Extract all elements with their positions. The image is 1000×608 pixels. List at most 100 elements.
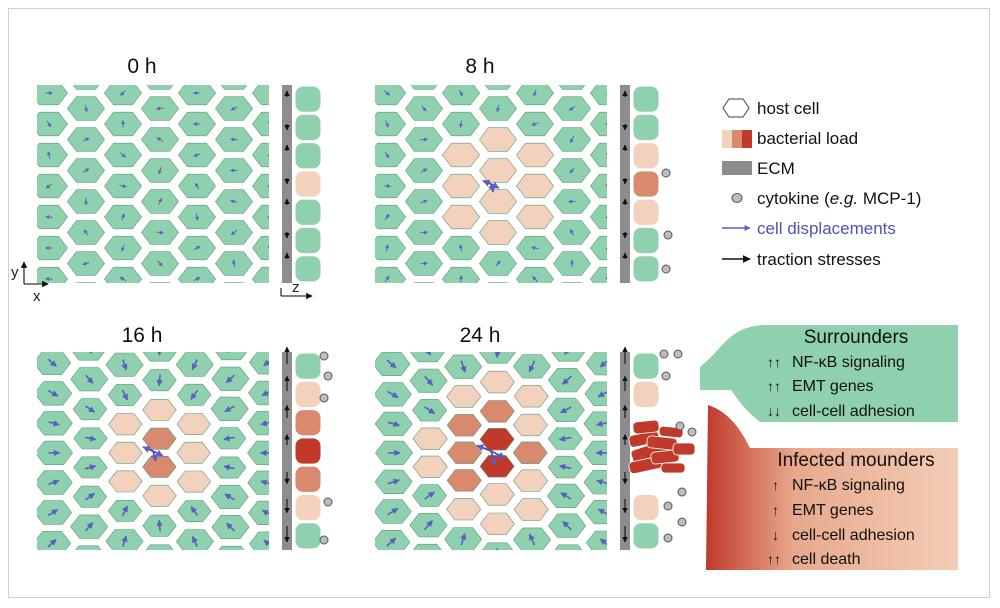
host-cell: [252, 173, 269, 199]
host-cell: [220, 85, 248, 90]
infected-cell: [176, 441, 211, 464]
displacement-arrow: [560, 406, 572, 414]
cytokine-icon: [323, 497, 333, 507]
cytokine-icon: [663, 230, 673, 240]
infected-cell: [479, 512, 515, 535]
host-cell: [375, 142, 406, 168]
displacement-arrow: [267, 153, 269, 157]
displacement-arrow: [421, 105, 427, 112]
displacement-arrow: [597, 508, 607, 515]
host-cell: [247, 411, 269, 436]
displacement-arrow: [157, 198, 163, 205]
host-cell: [516, 266, 554, 283]
displacement-arrow: [9, 557, 18, 564]
displacement-arrow: [350, 353, 351, 360]
axis-y-label: y: [11, 264, 19, 281]
host-cell: [178, 593, 215, 608]
host-cell: [331, 283, 368, 307]
displacement-arrow: [83, 229, 89, 236]
displacement-arrow: [420, 168, 428, 173]
displacement-arrow: [119, 184, 127, 188]
displacement-arrow: [420, 199, 428, 204]
host-cell: [337, 426, 374, 450]
displacement-arrow: [424, 74, 425, 81]
cytokine-icon: [661, 168, 671, 178]
side-infected-cell: [632, 380, 660, 409]
host-cell: [142, 352, 177, 362]
z-axis-indicator: z: [280, 279, 313, 300]
host-cell: [252, 111, 269, 137]
displacement-arrow: [231, 325, 238, 326]
host-cell: [223, 282, 245, 283]
host-cell: [0, 549, 32, 573]
infected-cell: [108, 470, 143, 493]
host-cell: [590, 596, 627, 608]
xy-axis-indicator: y x: [11, 261, 49, 305]
infected-cell: [108, 413, 143, 436]
displacement-arrow: [232, 259, 236, 268]
displacement-arrow: [459, 244, 463, 252]
displacement-arrow: [384, 151, 390, 159]
displacement-arrow: [261, 509, 269, 516]
displacement-arrow: [350, 438, 362, 439]
mounder-cell: [632, 419, 660, 435]
displacement-arrow: [461, 565, 464, 577]
infected-cell: [142, 427, 177, 450]
displacement-arrow: [191, 535, 198, 547]
side-host-cell: [632, 522, 660, 550]
displacement-arrow: [12, 322, 13, 329]
host-cell: [30, 329, 67, 353]
displacement-arrow: [265, 327, 273, 335]
center-displacement-arrow: [490, 181, 500, 189]
legend: host cell bacterial load ECM cytokine (e…: [722, 98, 921, 269]
center-displacement-arrow: [142, 446, 154, 453]
infected-cell: [516, 204, 554, 230]
side-host-cell: [294, 226, 322, 255]
side-infected-cell: [294, 380, 322, 409]
side-infected-cell: [632, 493, 660, 522]
mounders-title: Infected mounders: [777, 450, 934, 471]
host-cell: [178, 298, 215, 322]
displacement-arrow: [10, 354, 15, 359]
host-cell: [145, 544, 174, 550]
displacement-arrow: [386, 537, 397, 547]
displacement-arrow: [531, 566, 535, 577]
displacement-arrow: [347, 107, 353, 110]
host-cell: [0, 97, 31, 121]
legend-cytokine: cytokine (e.g. MCP-1): [757, 189, 921, 208]
displacement-arrow: [268, 603, 275, 608]
displacement-arrow: [422, 292, 427, 297]
infected-cell: [412, 455, 448, 479]
infected-cell: [479, 220, 517, 245]
ecm-swatch: [722, 161, 752, 175]
displacement-arrow: [605, 603, 612, 608]
infected-cell: [513, 469, 549, 492]
displacement-arrow: [123, 599, 125, 608]
displacement-arrow: [190, 506, 199, 517]
displacement-arrow: [227, 352, 235, 353]
cell-grid-0h: [0, 85, 271, 359]
displacement-arrow: [156, 106, 164, 111]
host-cell: [333, 548, 370, 572]
side-host-cell: [632, 113, 660, 142]
displacement-arrow: [597, 391, 607, 398]
side-infected-cell: [632, 198, 660, 226]
cytokine-legend-icon: [731, 193, 743, 203]
displacement-arrow: [565, 552, 572, 562]
host-cell: [590, 111, 607, 137]
displacement-arrow: [349, 525, 360, 531]
infected-cell: [108, 441, 143, 464]
host-cell: [627, 314, 664, 338]
host-cell: [252, 204, 269, 230]
host-cell: [0, 581, 31, 605]
displacement-arrow: [270, 90, 271, 97]
host-cell: [331, 345, 368, 369]
infected-cell: [142, 455, 177, 478]
displacement-arrow: [159, 551, 160, 562]
displacement-arrow: [267, 245, 269, 250]
side-view-8h: [620, 85, 673, 283]
side-infected-cell: [632, 142, 660, 170]
displacement-arrow: [424, 375, 434, 386]
displacement-arrow: [45, 277, 53, 281]
displacement-arrow: [230, 229, 238, 236]
